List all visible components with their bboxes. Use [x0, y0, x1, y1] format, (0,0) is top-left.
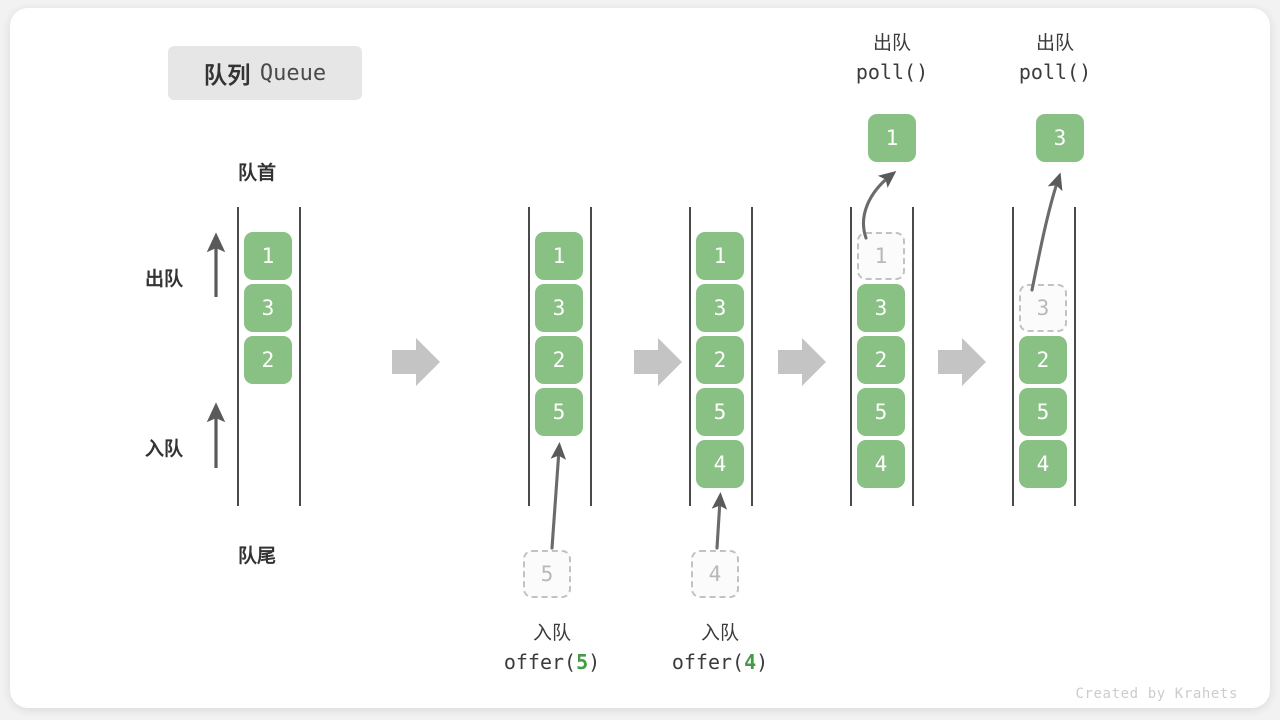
cell-col4-2: 2 [857, 336, 905, 384]
diagram-title-cn: 队列 [203, 62, 251, 88]
enqueue-side-label: 入队 [145, 439, 184, 460]
cell-col5-4: 4 [1019, 440, 1067, 488]
cell-col1-0: 1 [244, 232, 292, 280]
diagram-title-badge: 队列 Queue [168, 46, 362, 100]
op-label-poll-3: 出队 poll() [965, 30, 1145, 87]
cell-col2-3: 5 [535, 388, 583, 436]
step-arrow-3 [778, 338, 826, 386]
op-label-offer-5: 入队 offer(5) [462, 620, 642, 677]
cell-col1-2: 2 [244, 336, 292, 384]
dequeue-side-label: 出队 [145, 269, 184, 290]
cell-col5-2: 2 [1019, 336, 1067, 384]
column-4-rail-right [912, 207, 914, 506]
cell-col5-3: 5 [1019, 388, 1067, 436]
op-label-offer-5-code: offer(5) [462, 648, 642, 677]
cell-col2-2: 2 [535, 336, 583, 384]
queue-head-label: 队首 [238, 163, 277, 184]
popped-cell-poll-1: 1 [868, 114, 916, 162]
incoming-cell-offer-5: 5 [523, 550, 571, 598]
column-5-rail-left [1012, 207, 1014, 506]
op-offer-4-suffix: ) [756, 649, 769, 674]
poll-3-arrow [1030, 172, 1063, 292]
cell-col1-1: 3 [244, 284, 292, 332]
op-offer-4-value: 4 [744, 649, 757, 674]
popped-cell-poll-3: 3 [1036, 114, 1084, 162]
step-arrow-4 [938, 338, 986, 386]
cell-col3-3: 5 [696, 388, 744, 436]
cell-col2-0: 1 [535, 232, 583, 280]
op-label-offer-4-cn: 入队 [700, 623, 739, 644]
cell-col2-1: 3 [535, 284, 583, 332]
op-label-offer-5-cn: 入队 [532, 623, 571, 644]
column-3-rail-left [689, 207, 691, 506]
column-1-rail-right [299, 207, 301, 506]
queue-tail-label: 队尾 [238, 546, 277, 567]
cell-col4-3: 5 [857, 388, 905, 436]
credit-text: Created by Krahets [1075, 686, 1238, 702]
column-4-rail-left [850, 207, 852, 506]
op-offer-4-prefix: offer( [671, 649, 745, 674]
column-2-rail-right [590, 207, 592, 506]
poll-1-arrow [861, 170, 897, 240]
step-arrow-1 [392, 338, 440, 386]
op-label-poll-3-code: poll() [1018, 59, 1092, 84]
incoming-cell-offer-4: 4 [691, 550, 739, 598]
op-label-offer-4: 入队 offer(4) [630, 620, 810, 677]
column-1-rail-left [237, 207, 239, 506]
cell-col3-4: 4 [696, 440, 744, 488]
column-5-rail-right [1074, 207, 1076, 506]
op-offer-5-value: 5 [576, 649, 589, 674]
cell-col3-1: 3 [696, 284, 744, 332]
op-label-poll-3-cn: 出队 [1035, 33, 1074, 54]
op-label-offer-4-code: offer(4) [630, 648, 810, 677]
cell-col3-2: 2 [696, 336, 744, 384]
op-label-poll-1-cn: 出队 [872, 33, 911, 54]
diagram-title-en: Queue [259, 60, 327, 86]
op-label-poll-1-code: poll() [855, 59, 929, 84]
cell-col4-4: 4 [857, 440, 905, 488]
op-label-poll-1: 出队 poll() [802, 30, 982, 87]
column-3-rail-right [751, 207, 753, 506]
op-offer-5-suffix: ) [588, 649, 601, 674]
offer-4-arrow [711, 491, 728, 550]
cell-col5-1-ghost: 3 [1019, 284, 1067, 332]
cell-col4-0-ghost: 1 [857, 232, 905, 280]
step-arrow-2 [634, 338, 682, 386]
offer-5-arrow [550, 441, 567, 550]
cell-col3-0: 1 [696, 232, 744, 280]
cell-col4-1: 3 [857, 284, 905, 332]
column-2-rail-left [528, 207, 530, 506]
op-offer-5-prefix: offer( [503, 649, 577, 674]
